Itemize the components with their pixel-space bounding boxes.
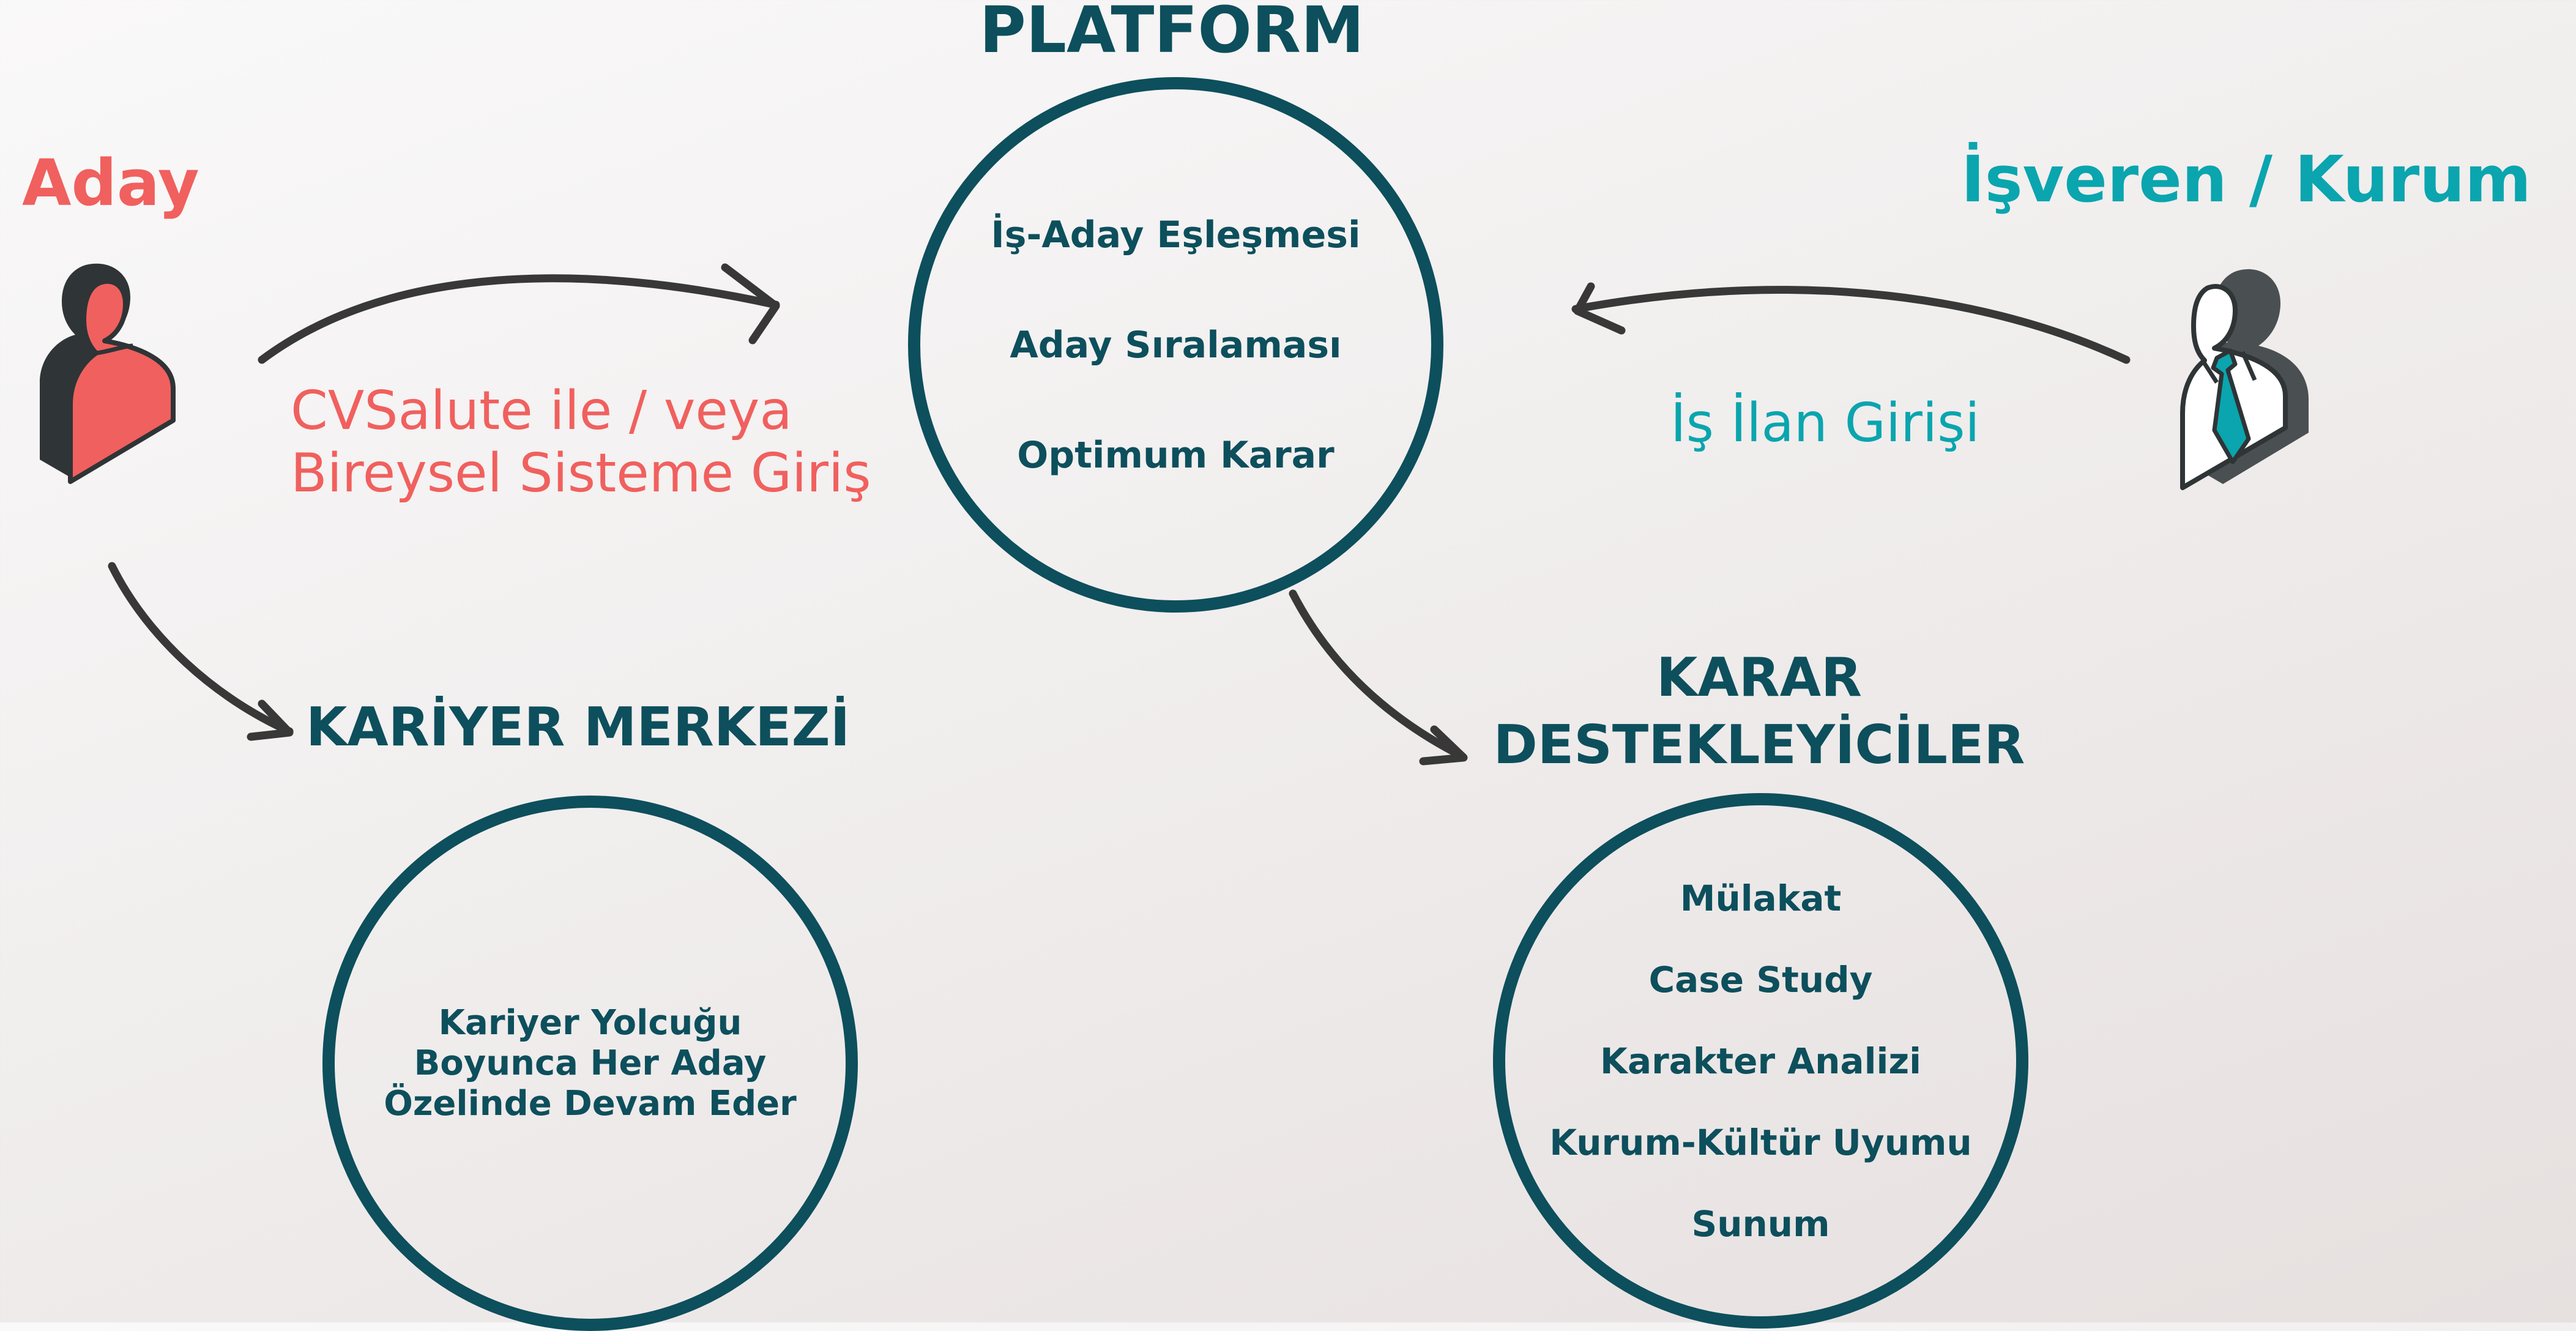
decision-support-item: Kurum-Kültür Uyumu [1549, 1121, 1972, 1163]
decision-support-title-line2: DESTEKLEYİCİLER [1493, 714, 2025, 776]
platform-item: Aday Sıralaması [1010, 323, 1342, 367]
career-center-circle: Kariyer Yolcuğu Boyunca Her Aday Özelind… [322, 796, 858, 1331]
career-center-title: KARİYER MERKEZİ [306, 696, 851, 758]
platform-item: Optimum Karar [1017, 433, 1335, 477]
career-center-line: Özelinde Devam Eder [384, 1083, 797, 1124]
decision-support-item: Mülakat [1680, 877, 1842, 919]
employer-action-text: İş İlan Girişi [1670, 392, 1980, 454]
candidate-label: Aday [22, 146, 199, 220]
decision-support-item: Case Study [1648, 958, 1873, 1001]
person-icon [40, 263, 176, 484]
platform-item: İş-Aday Eşleşmesi [991, 213, 1361, 256]
career-center-line: Boyunca Her Aday [414, 1043, 767, 1083]
candidate-action-text: CVSalute ile / veya Bireysel Sisteme Gir… [291, 379, 871, 504]
career-center-line: Kariyer Yolcuğu [438, 1002, 742, 1043]
platform-circle: İş-Aday Eşleşmesi Aday Sıralaması Optimu… [908, 77, 1443, 613]
platform-title: PLATFORM [979, 0, 1364, 67]
candidate-action-line1: CVSalute ile / veya [291, 379, 792, 442]
candidate-to-career-arrow [108, 562, 294, 741]
candidate-action-line2: Bireysel Sisteme Giriş [291, 442, 871, 504]
decision-support-title-line1: KARAR [1656, 646, 1863, 709]
employer-to-platform-arrow [1571, 282, 2131, 364]
decision-support-item: Sunum [1691, 1202, 1830, 1245]
businessperson-icon [2180, 269, 2309, 490]
decision-support-item: Karakter Analizi [1600, 1040, 1921, 1082]
decision-support-title: KARAR DESTEKLEYİCİLER [1465, 644, 2053, 778]
decision-support-circle: Mülakat Case Study Karakter Analizi Kuru… [1493, 793, 2028, 1329]
employer-label: İşveren / Kurum [1961, 142, 2531, 217]
candidate-to-platform-arrow [258, 263, 780, 364]
platform-to-decision-arrow [1289, 589, 1468, 766]
